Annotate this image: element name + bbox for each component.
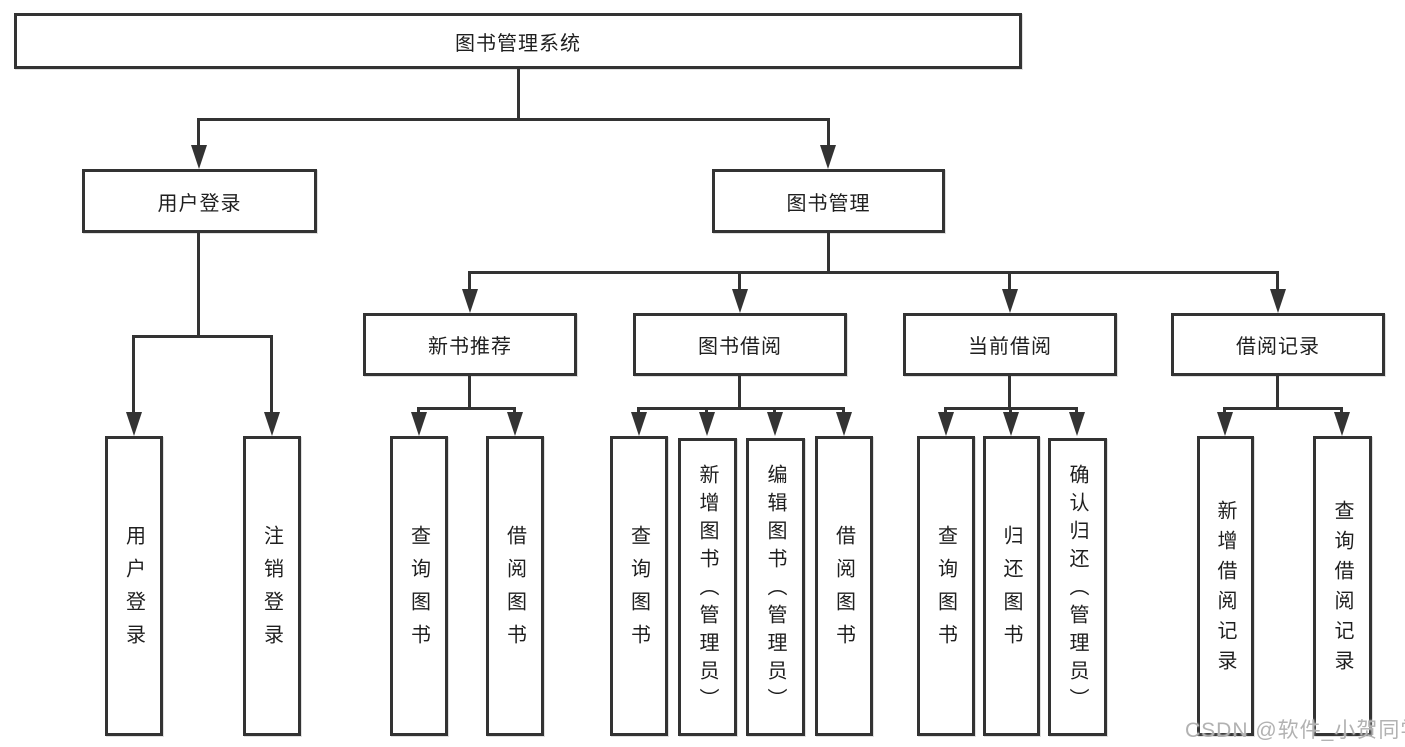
node-leaf-confirm-return-admin: 确认归还（管理员）: [1048, 438, 1107, 736]
connector-user-login-drop: [197, 118, 200, 149]
arrow-down-icon: [836, 412, 852, 436]
connector-book-borrow-bus: [639, 407, 845, 410]
connector-new-book-drop: [468, 271, 471, 291]
node-leaf-user-login: 用户登录: [105, 436, 163, 736]
connector-book-borrow-drop: [738, 271, 741, 291]
node-book-management: 图书管理: [712, 169, 945, 233]
connector-current-borrow-bus: [946, 407, 1078, 410]
arrow-down-icon: [699, 412, 715, 436]
connector-leaf-drop: [1075, 407, 1078, 415]
connector-root-stem: [517, 69, 520, 118]
connector-borrow-records-bus: [1225, 407, 1343, 410]
node-leaf-query-borrow-record: 查询借阅记录: [1313, 436, 1372, 736]
node-leaf-borrow-books-recommend: 借阅图书: [486, 436, 544, 736]
node-book-borrowing: 图书借阅: [633, 313, 847, 376]
node-leaf-logout: 注销登录: [243, 436, 301, 736]
node-leaf-borrow-books: 借阅图书: [815, 436, 873, 736]
arrow-down-icon: [191, 145, 207, 169]
connector-new-book-bus: [419, 407, 516, 410]
connector-current-borrow-drop: [1008, 271, 1011, 291]
connector-level2-bus: [198, 118, 830, 121]
node-leaf-query-books-borrowing: 查询图书: [610, 436, 668, 736]
arrow-down-icon: [507, 412, 523, 436]
connector-leaf-drop: [944, 407, 947, 415]
arrow-down-icon: [1003, 412, 1019, 436]
arrow-down-icon: [631, 412, 647, 436]
connector-leaf-drop: [1223, 407, 1226, 415]
arrow-down-icon: [820, 145, 836, 169]
connector-user-login-bus: [134, 335, 273, 338]
connector-leaf-drop: [842, 407, 845, 415]
connector-leaf-drop: [1009, 407, 1012, 415]
node-new-book-recommendation: 新书推荐: [363, 313, 577, 376]
arrow-down-icon: [732, 289, 748, 313]
connector-current-borrow-stem: [1008, 375, 1011, 407]
connector-leaf-drop: [417, 407, 420, 415]
connector-leaf-drop: [705, 407, 708, 415]
connector-book-borrow-stem: [738, 375, 741, 407]
node-library-management-system: 图书管理系统: [14, 13, 1022, 69]
node-leaf-return-books: 归还图书: [983, 436, 1040, 736]
connector-logout-leaf-drop: [270, 335, 273, 414]
connector-borrow-records-stem: [1276, 375, 1279, 407]
arrow-down-icon: [767, 412, 783, 436]
node-leaf-query-books-recommend: 查询图书: [390, 436, 448, 736]
arrow-down-icon: [1270, 289, 1286, 313]
arrow-down-icon: [938, 412, 954, 436]
connector-borrow-records-drop: [1276, 271, 1279, 291]
arrow-down-icon: [462, 289, 478, 313]
connector-level3-bus: [470, 271, 1278, 274]
arrow-down-icon: [126, 412, 142, 436]
connector-leaf-drop: [637, 407, 640, 415]
arrow-down-icon: [1217, 412, 1233, 436]
node-borrowing-records: 借阅记录: [1171, 313, 1385, 376]
node-leaf-query-books-current: 查询图书: [917, 436, 975, 736]
connector-leaf-drop: [513, 407, 516, 415]
connector-login-leaf-drop: [132, 335, 135, 414]
connector-new-book-stem: [468, 375, 471, 407]
connector-book-management-stem: [827, 233, 830, 271]
arrow-down-icon: [264, 412, 280, 436]
node-leaf-edit-books-admin: 编辑图书（管理员）: [746, 438, 805, 736]
node-current-borrowing: 当前借阅: [903, 313, 1117, 376]
connector-book-management-drop: [827, 118, 830, 149]
connector-leaf-drop: [1340, 407, 1343, 415]
connector-leaf-drop: [773, 407, 776, 415]
arrow-down-icon: [1334, 412, 1350, 436]
arrow-down-icon: [1069, 412, 1085, 436]
node-leaf-add-borrow-record: 新增借阅记录: [1197, 436, 1254, 736]
csdn-watermark: CSDN @软件_小贺同学: [1185, 719, 1405, 742]
node-user-login: 用户登录: [82, 169, 317, 233]
connector-user-login-stem: [197, 233, 200, 335]
arrow-down-icon: [1002, 289, 1018, 313]
arrow-down-icon: [411, 412, 427, 436]
node-leaf-add-books-admin: 新增图书（管理员）: [678, 438, 737, 736]
